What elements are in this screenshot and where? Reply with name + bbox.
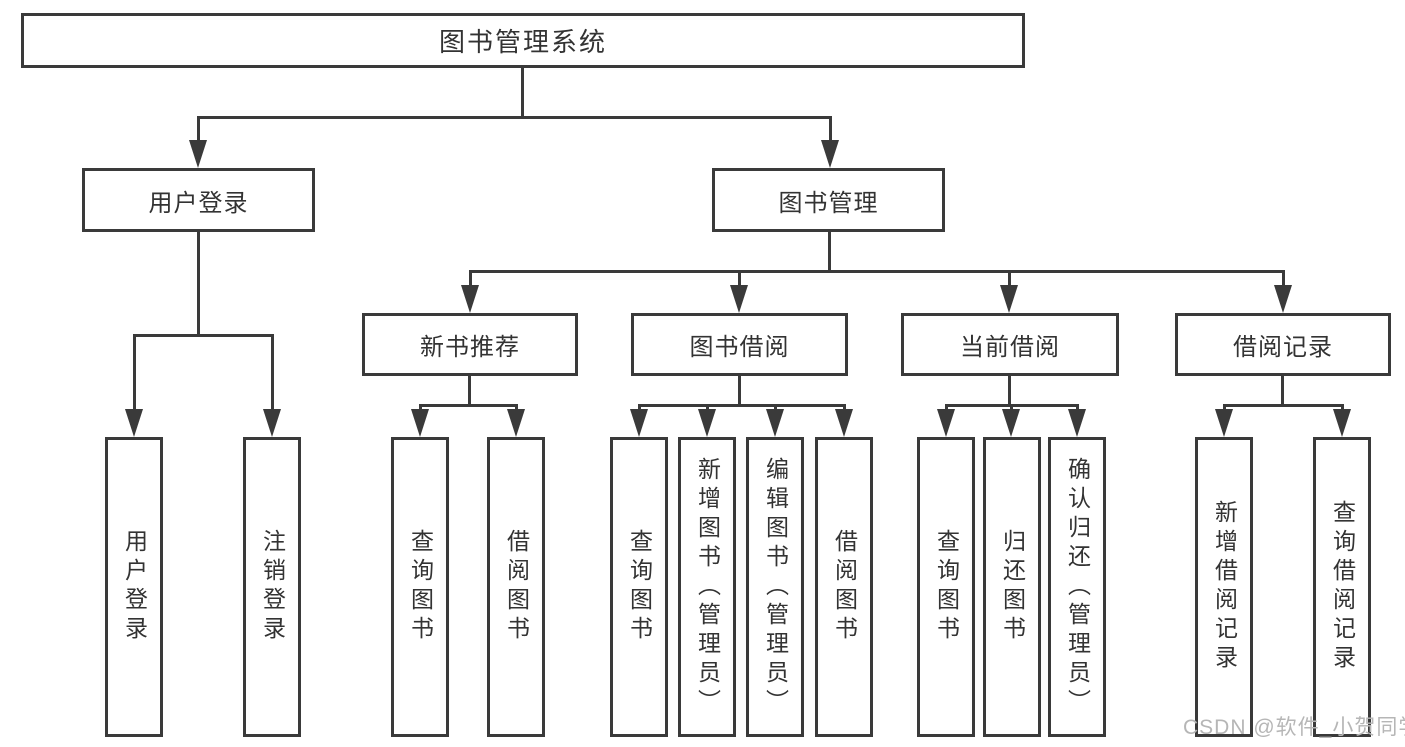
node-root: 图书管理系统	[21, 13, 1025, 68]
connector-arrow-stem	[706, 404, 709, 412]
arrow-down-icon	[766, 409, 784, 437]
arrow-down-icon	[1068, 409, 1086, 437]
connector-arrow-stem	[515, 404, 518, 412]
connector-book-borrow-stem	[738, 376, 741, 407]
arrow-down-icon	[411, 409, 429, 437]
node-current-borrow: 当前借阅	[901, 313, 1119, 376]
arrow-down-icon	[507, 409, 525, 437]
connector-arrow-stem	[829, 116, 832, 144]
connector-arrow-stem	[469, 270, 472, 287]
connector-arrow-stem	[638, 404, 641, 412]
connector-arrow-stem	[271, 334, 274, 410]
leaf-label: 注销登录	[259, 529, 286, 645]
node-leaf-borrow-edit: 编辑图书（管理员）	[746, 437, 804, 737]
node-user-login: 用户登录	[82, 168, 315, 232]
leaf-label: 编辑图书（管理员）	[762, 456, 789, 718]
node-leaf-borrow-add: 新增图书（管理员）	[678, 437, 736, 737]
node-user-login-label: 用户登录	[148, 189, 249, 217]
arrow-down-icon	[263, 409, 281, 437]
arrow-down-icon	[937, 409, 955, 437]
arrow-down-icon	[461, 285, 479, 313]
leaf-label: 归还图书	[999, 529, 1026, 645]
connector-arrow-stem	[843, 404, 846, 412]
node-book-manage-label: 图书管理	[778, 189, 879, 217]
leaf-label: 借阅图书	[503, 529, 530, 645]
connector-book-manage-stem	[828, 232, 831, 273]
leaf-label: 新增图书（管理员）	[694, 456, 721, 718]
connector-arrow-stem	[1282, 270, 1285, 287]
connector-book-manage-bar	[469, 270, 1285, 273]
connector-user-login-stem	[197, 232, 200, 335]
leaf-label: 查询图书	[407, 529, 434, 645]
connector-arrow-stem	[419, 404, 422, 412]
arrow-down-icon	[835, 409, 853, 437]
leaf-label: 借阅图书	[831, 529, 858, 645]
connector-arrow-stem	[1076, 404, 1079, 412]
node-leaf-current-query: 查询图书	[917, 437, 975, 737]
leaf-label: 查询图书	[626, 529, 653, 645]
connector-arrow-stem	[945, 404, 948, 412]
connector-arrow-stem	[774, 404, 777, 412]
connector-arrow-stem	[1341, 404, 1344, 412]
node-borrow-records-label: 借阅记录	[1233, 334, 1333, 361]
node-new-book-rec: 新书推荐	[362, 313, 578, 376]
connector-arrow-stem	[738, 270, 741, 287]
node-leaf-logout: 注销登录	[243, 437, 301, 737]
connector-new-book-rec-bar	[419, 404, 518, 407]
arrow-down-icon	[125, 409, 143, 437]
arrow-down-icon	[821, 140, 839, 168]
node-leaf-user-login: 用户登录	[105, 437, 163, 737]
node-leaf-borrow-query: 查询图书	[610, 437, 668, 737]
connector-book-borrow-bar	[638, 404, 846, 407]
node-book-manage: 图书管理	[712, 168, 945, 232]
arrow-down-icon	[1002, 409, 1020, 437]
arrow-down-icon	[1000, 285, 1018, 313]
node-leaf-records-add: 新增借阅记录	[1195, 437, 1253, 737]
leaf-label: 查询图书	[933, 529, 960, 645]
connector-new-book-rec-stem	[468, 376, 471, 407]
connector-user-login-bar	[133, 334, 274, 337]
leaf-label: 用户登录	[121, 529, 148, 645]
node-leaf-newbook-borrow: 借阅图书	[487, 437, 545, 737]
arrow-down-icon	[1215, 409, 1233, 437]
connector-borrow-records-stem	[1281, 376, 1284, 407]
connector-arrow-stem	[1223, 404, 1226, 412]
node-book-borrow: 图书借阅	[631, 313, 848, 376]
node-current-borrow-label: 当前借阅	[960, 334, 1060, 361]
connector-current-borrow-stem	[1008, 376, 1011, 407]
arrow-down-icon	[698, 409, 716, 437]
connector-borrow-records-bar	[1223, 404, 1344, 407]
node-leaf-newbook-query: 查询图书	[391, 437, 449, 737]
node-new-book-rec-label: 新书推荐	[420, 334, 520, 361]
leaf-label: 查询借阅记录	[1329, 500, 1356, 674]
leaf-label: 确认归还（管理员）	[1064, 456, 1091, 718]
connector-arrow-stem	[1008, 270, 1011, 287]
arrow-down-icon	[1274, 285, 1292, 313]
connector-root-bar	[197, 116, 832, 119]
arrow-down-icon	[730, 285, 748, 313]
csdn-watermark: CSDN @软件_小贺同学	[1183, 716, 1405, 739]
node-leaf-current-confirm: 确认归还（管理员）	[1048, 437, 1106, 737]
connector-arrow-stem	[133, 334, 136, 410]
leaf-label: 新增借阅记录	[1211, 500, 1238, 674]
node-borrow-records: 借阅记录	[1175, 313, 1391, 376]
connector-arrow-stem	[197, 116, 200, 144]
node-root-label: 图书管理系统	[438, 27, 607, 57]
arrow-down-icon	[630, 409, 648, 437]
arrow-down-icon	[189, 140, 207, 168]
node-leaf-records-query: 查询借阅记录	[1313, 437, 1371, 737]
connector-arrow-stem	[1010, 404, 1013, 412]
node-leaf-borrow-borrow: 借阅图书	[815, 437, 873, 737]
connector-root-stem	[521, 68, 524, 117]
arrow-down-icon	[1333, 409, 1351, 437]
node-book-borrow-label: 图书借阅	[689, 334, 790, 361]
node-leaf-current-return: 归还图书	[983, 437, 1041, 737]
